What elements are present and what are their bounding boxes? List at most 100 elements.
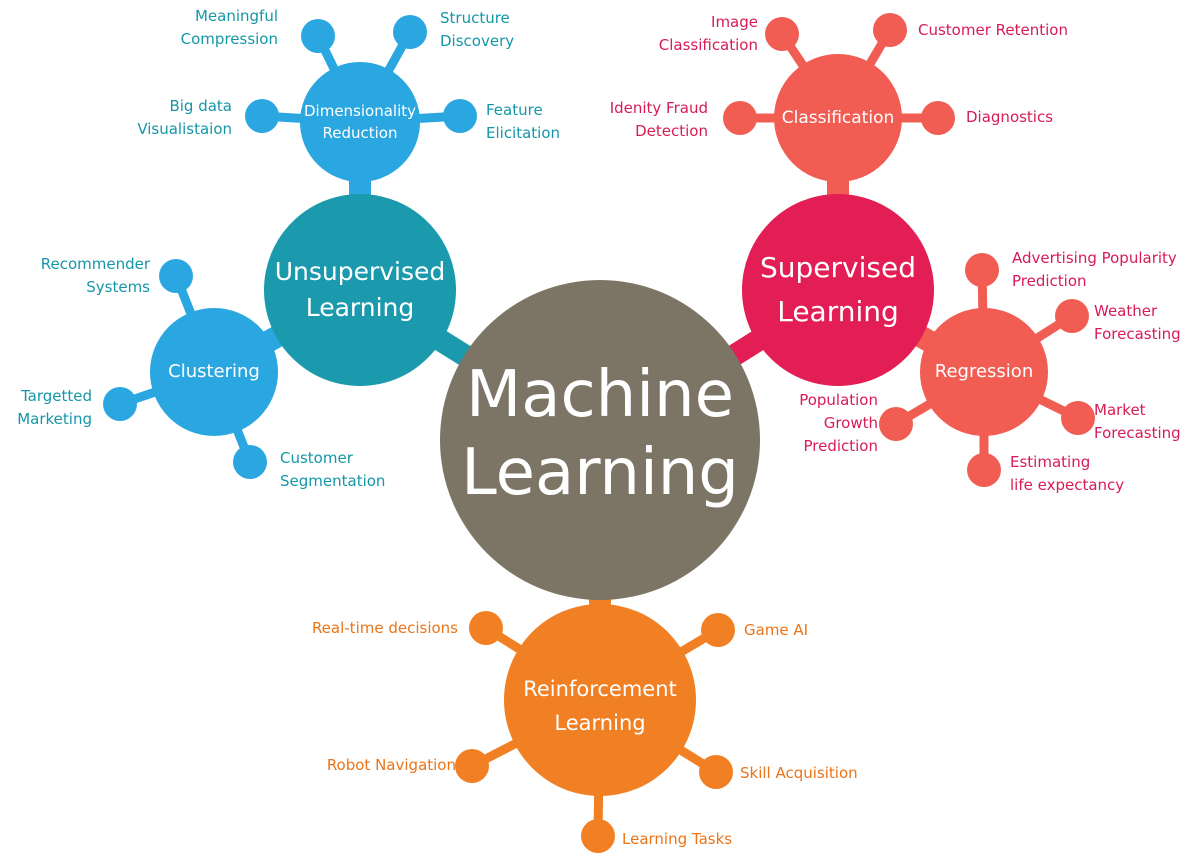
label-population-growth: Population Growth Prediction bbox=[799, 389, 878, 458]
leaf-dot-recommender bbox=[159, 259, 193, 293]
label-life-line1: Estimating bbox=[1010, 453, 1091, 471]
leaf-dot-targetted-marketing bbox=[103, 387, 137, 421]
label-learning-tasks: Learning Tasks bbox=[622, 830, 733, 848]
node-clustering bbox=[150, 308, 278, 436]
label-recommender-systems: Recommender Systems bbox=[41, 253, 150, 299]
label-targetted-line2: Marketing bbox=[17, 410, 92, 428]
label-fraud-detection-line2: Detection bbox=[635, 122, 708, 140]
label-feature-elicitation-line1: Feature bbox=[486, 101, 543, 119]
nodes bbox=[150, 54, 1048, 796]
leaf-dot-diagnostics bbox=[921, 101, 955, 135]
supervised-title-line2: Learning bbox=[777, 295, 899, 328]
label-structure-discovery: Structure Discovery bbox=[440, 7, 514, 53]
label-feature-elicitation: Feature Elicitation bbox=[486, 99, 560, 145]
leaf-dot-game-ai bbox=[701, 613, 735, 647]
leaf-dot-structure-discovery bbox=[393, 15, 427, 49]
leaf-dot-fraud-detection bbox=[723, 101, 757, 135]
node-unsupervised-learning bbox=[264, 194, 456, 386]
dimensionality-title-line1: Dimensionality bbox=[303, 102, 417, 120]
label-recommender-line1: Recommender bbox=[40, 255, 150, 273]
label-market-forecasting: Market Forecasting bbox=[1094, 399, 1181, 445]
label-recommender-line2: Systems bbox=[86, 278, 150, 296]
reinforcement-title-line1: Reinforcement bbox=[523, 677, 677, 701]
label-customer-segmentation: Customer Segmentation bbox=[280, 447, 385, 493]
unsupervised-title: Unsupervised Learning bbox=[275, 254, 446, 326]
supervised-title-line1: Supervised bbox=[760, 251, 916, 284]
dimensionality-title: Dimensionality Reduction bbox=[304, 100, 416, 144]
label-robot-navigation: Robot Navigation bbox=[326, 756, 456, 774]
leaf-dot-feature-elicitation bbox=[443, 99, 477, 133]
label-skill-acquisition: Skill Acquisition bbox=[740, 764, 858, 782]
label-population-line1: Population bbox=[799, 391, 878, 409]
label-customer-segmentation-line2: Segmentation bbox=[280, 472, 386, 490]
label-fraud-detection-line1: Idenity Fraud bbox=[609, 99, 708, 117]
label-feature-elicitation-line2: Elicitation bbox=[486, 124, 561, 142]
classification-title: Classification bbox=[781, 108, 895, 128]
node-reinforcement-learning bbox=[504, 604, 696, 796]
label-life-line2: life expectancy bbox=[1010, 476, 1125, 494]
center-title-line2: Learning bbox=[461, 436, 739, 510]
unsupervised-title-line2: Learning bbox=[305, 293, 415, 322]
label-structure-discovery-line1: Structure bbox=[440, 9, 510, 27]
label-weather-line1: Weather bbox=[1094, 302, 1158, 320]
label-meaningful-compression: Meaningful Compression bbox=[181, 5, 278, 51]
leaf-dot-big-data bbox=[245, 99, 279, 133]
leaf-dot-meaningful-compression bbox=[301, 19, 335, 53]
leaf-dot-image-classification bbox=[765, 17, 799, 51]
node-machine-learning bbox=[440, 280, 760, 600]
label-customer-retention: Customer Retention bbox=[918, 21, 1068, 39]
label-advertising-line2: Prediction bbox=[1012, 272, 1087, 290]
leaf-dot-customer-segmentation bbox=[233, 445, 267, 479]
leaf-dot-advertising bbox=[965, 253, 999, 287]
label-big-data-line1: Big data bbox=[169, 97, 232, 115]
label-image-classification-line1: Image bbox=[711, 13, 758, 31]
label-market-line1: Market bbox=[1094, 401, 1146, 419]
node-supervised-learning bbox=[742, 194, 934, 386]
leaf-dot-population bbox=[879, 407, 913, 441]
label-life-expectancy: Estimating life expectancy bbox=[1010, 451, 1124, 497]
node-regression bbox=[920, 308, 1048, 436]
label-advertising-line1: Advertising Popularity bbox=[1012, 249, 1177, 267]
label-market-line2: Forecasting bbox=[1094, 424, 1181, 442]
label-targetted-line1: Targetted bbox=[20, 387, 92, 405]
leaf-dot-robot-navigation bbox=[455, 749, 489, 783]
leaf-dot-weather bbox=[1055, 299, 1089, 333]
label-game-ai: Game AI bbox=[744, 621, 809, 639]
label-meaningful-compression-line2: Compression bbox=[180, 30, 278, 48]
label-fraud-detection: Idenity Fraud Detection bbox=[610, 97, 708, 143]
center-title-line1: Machine bbox=[466, 358, 734, 432]
label-population-line3: Prediction bbox=[803, 437, 878, 455]
label-big-data: Big data Visualistaion bbox=[137, 95, 232, 141]
label-structure-discovery-line2: Discovery bbox=[440, 32, 515, 50]
leaf-dot-skill-acquisition bbox=[699, 755, 733, 789]
leaf-dots bbox=[103, 13, 1095, 853]
label-advertising-popularity: Advertising Popularity Prediction bbox=[1012, 247, 1177, 293]
label-image-classification-line2: Classification bbox=[658, 36, 758, 54]
label-customer-segmentation-line1: Customer bbox=[280, 449, 353, 467]
dimensionality-title-line2: Reduction bbox=[322, 124, 398, 142]
unsupervised-title-line1: Unsupervised bbox=[274, 257, 446, 286]
node-classification bbox=[774, 54, 902, 182]
label-image-classification: Image Classification bbox=[659, 11, 758, 57]
reinforcement-title: Reinforcement Learning bbox=[523, 672, 677, 740]
label-weather-line2: Forecasting bbox=[1094, 325, 1181, 343]
leaf-dot-market bbox=[1061, 401, 1095, 435]
clustering-title: Clustering bbox=[168, 361, 260, 382]
leaf-dot-life-expectancy bbox=[967, 453, 1001, 487]
leaf-dot-realtime bbox=[469, 611, 503, 645]
label-population-line2: Growth bbox=[823, 414, 878, 432]
label-weather-forecasting: Weather Forecasting bbox=[1094, 300, 1181, 346]
label-diagnostics: Diagnostics bbox=[966, 108, 1054, 126]
node-dimensionality-reduction bbox=[300, 62, 420, 182]
supervised-title: Supervised Learning bbox=[760, 246, 916, 334]
leaf-dot-learning-tasks bbox=[581, 819, 615, 853]
label-targetted-marketing: Targetted Marketing bbox=[17, 385, 92, 431]
reinforcement-title-line2: Learning bbox=[554, 711, 646, 735]
leaf-dot-customer-retention bbox=[873, 13, 907, 47]
label-meaningful-compression-line1: Meaningful bbox=[194, 7, 278, 25]
label-big-data-line2: Visualistaion bbox=[137, 120, 232, 138]
label-realtime-decisions: Real-time decisions bbox=[311, 619, 458, 637]
center-title: Machine Learning bbox=[461, 356, 739, 512]
